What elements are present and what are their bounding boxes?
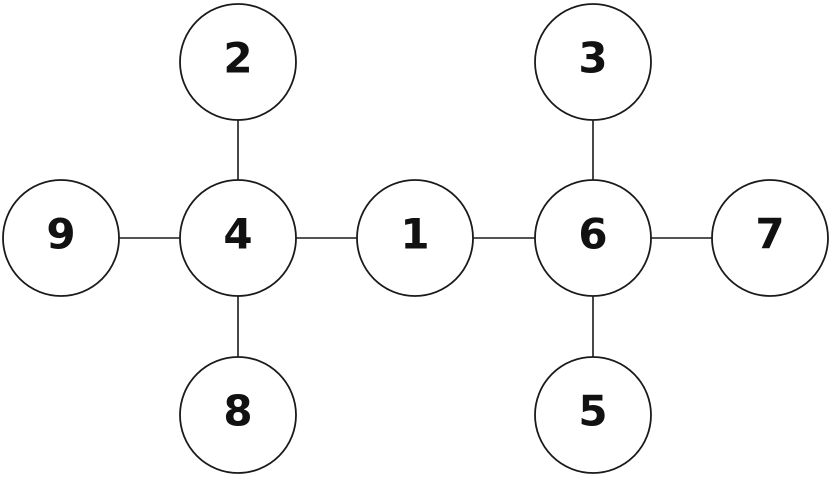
node-5: 5 <box>534 356 652 474</box>
node-label: 2 <box>223 34 252 83</box>
node-label: 3 <box>578 34 607 83</box>
node-label: 1 <box>400 210 429 259</box>
node-label: 5 <box>578 387 607 436</box>
node-label: 4 <box>223 210 252 259</box>
node-6: 6 <box>534 179 652 297</box>
node-9: 9 <box>2 179 120 297</box>
node-3: 3 <box>534 3 652 121</box>
node-label: 6 <box>578 210 607 259</box>
node-circle <box>534 3 652 121</box>
nodes-layer: 1 2 3 4 5 6 7 8 9 <box>2 3 829 474</box>
node-label: 8 <box>223 387 252 436</box>
node-8: 8 <box>179 356 297 474</box>
node-1: 1 <box>356 179 474 297</box>
edges-layer <box>118 119 713 358</box>
node-circle <box>534 179 652 297</box>
node-circle <box>2 179 120 297</box>
node-2: 2 <box>179 3 297 121</box>
node-circle <box>534 356 652 474</box>
node-7: 7 <box>711 179 829 297</box>
node-circle <box>179 3 297 121</box>
node-circle <box>179 179 297 297</box>
node-label: 9 <box>46 210 75 259</box>
node-circle <box>179 356 297 474</box>
node-label: 7 <box>755 210 784 259</box>
node-circle <box>711 179 829 297</box>
node-circle <box>356 179 474 297</box>
node-4: 4 <box>179 179 297 297</box>
